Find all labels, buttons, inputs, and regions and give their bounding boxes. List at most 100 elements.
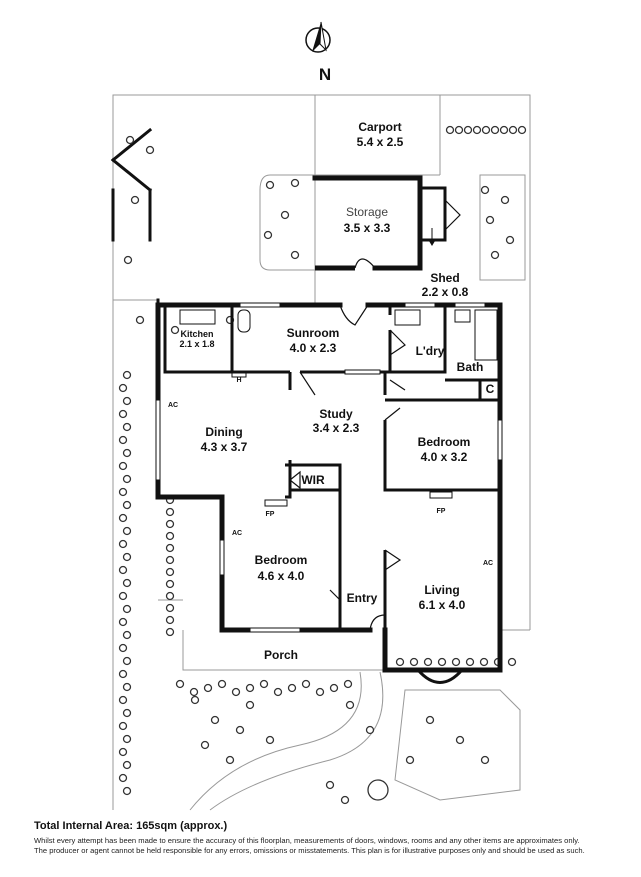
- compass-icon: [305, 21, 331, 53]
- shrub-icon: [345, 700, 355, 710]
- shed-size: 2.2 x 0.8: [422, 285, 469, 299]
- shrub-icon: [130, 195, 140, 205]
- house-walls: [155, 298, 503, 684]
- bedroom2-name: Bedroom: [255, 553, 308, 567]
- shrub-icon: [122, 370, 132, 380]
- carport-size: 5.4 x 2.5: [357, 135, 404, 149]
- total-area: Total Internal Area: 165sqm (approx.): [34, 820, 228, 832]
- shrub-icon: [122, 630, 132, 640]
- shrub-icon: [235, 725, 245, 735]
- shrub-icon: [481, 125, 491, 135]
- dining-size: 4.3 x 3.7: [201, 440, 248, 454]
- shrub-icon: [122, 396, 132, 406]
- shrub-icon: [165, 627, 175, 637]
- wir-name: WIR: [301, 473, 325, 487]
- shrub-icon: [145, 145, 155, 155]
- shrub-icon: [122, 474, 132, 484]
- shrub-icon: [122, 422, 132, 432]
- shrub-icon: [437, 657, 447, 667]
- shrub-icon: [118, 461, 128, 471]
- shrub-icon: [225, 755, 235, 765]
- shrub-icon: [170, 325, 180, 335]
- footer: Total Internal Area: 165sqm (approx.) Wh…: [34, 820, 585, 856]
- shrub-icon: [315, 687, 325, 697]
- shrub-icon: [203, 683, 213, 693]
- shrub-icon: [122, 578, 132, 588]
- shrub-icon: [490, 250, 500, 260]
- shrub-icon: [165, 507, 175, 517]
- shrub-icon: [125, 135, 135, 145]
- bedroom2-size: 4.6 x 4.0: [258, 569, 305, 583]
- shrub-icon: [123, 255, 133, 265]
- shrub-icon: [445, 125, 455, 135]
- shrub-icon: [118, 565, 128, 575]
- living-size: 6.1 x 4.0: [419, 598, 466, 612]
- shrub-icon: [122, 500, 132, 510]
- shrub-icon: [451, 657, 461, 667]
- shrub-icon: [118, 721, 128, 731]
- shrub-icon: [118, 643, 128, 653]
- shrub-icon: [454, 125, 464, 135]
- shrub-icon: [485, 215, 495, 225]
- disclaimer-line-1: Whilst every attempt has been made to en…: [34, 836, 580, 845]
- shrub-icon: [290, 178, 300, 188]
- shrub-icon: [273, 687, 283, 697]
- ac-label: AC: [232, 530, 242, 537]
- kitchen-size: 2.1 x 1.8: [179, 339, 214, 349]
- shrub-icon: [118, 747, 128, 757]
- shrub-icon: [122, 448, 132, 458]
- shrub-icon: [245, 683, 255, 693]
- shrub-icon: [118, 773, 128, 783]
- shrub-icon: [165, 555, 175, 565]
- bath-name: Bath: [457, 360, 484, 374]
- shrub-icon: [465, 657, 475, 667]
- shrub-icon: [263, 230, 273, 240]
- bedroom1-name: Bedroom: [418, 435, 471, 449]
- shrub-icon: [165, 567, 175, 577]
- shrub-icon: [480, 755, 490, 765]
- shrub-icon: [175, 679, 185, 689]
- shrub-icon: [259, 679, 269, 689]
- shrub-icon: [217, 679, 227, 689]
- shrub-icon: [190, 695, 200, 705]
- tree-icon: [367, 779, 389, 801]
- shrub-icon: [340, 795, 350, 805]
- shrub-icon: [325, 780, 335, 790]
- shrub-icon: [189, 687, 199, 697]
- fp-label: FP: [437, 508, 446, 515]
- shrub-icon: [505, 235, 515, 245]
- shrub-icon: [122, 760, 132, 770]
- study-name: Study: [319, 407, 353, 421]
- shrub-icon: [472, 125, 482, 135]
- shrub-icon: [343, 679, 353, 689]
- shrub-icon: [329, 683, 339, 693]
- property-boundary: [110, 94, 531, 811]
- ac-label: AC: [168, 402, 178, 409]
- shrub-icon: [245, 700, 255, 710]
- shrub-icon: [301, 679, 311, 689]
- sunroom-size: 4.0 x 2.3: [290, 341, 337, 355]
- shrub-icon: [210, 715, 220, 725]
- sunroom-name: Sunroom: [287, 326, 340, 340]
- shrub-icon: [165, 603, 175, 613]
- shrub-icon: [265, 735, 275, 745]
- shrub-icon: [165, 615, 175, 625]
- shrub-icon: [455, 735, 465, 745]
- shrub-icon: [517, 125, 527, 135]
- shrub-icon: [231, 687, 241, 697]
- shrub-icon: [365, 725, 375, 735]
- laundry-name: L'dry: [416, 344, 445, 358]
- shrub-icon: [200, 740, 210, 750]
- living-name: Living: [424, 583, 459, 597]
- disclaimer-line-2: The producer or agent cannot be held res…: [34, 846, 585, 855]
- h-label: H: [236, 377, 241, 384]
- garden-shrubs: [118, 125, 527, 805]
- room-labels: Carport 5.4 x 2.5 Storage 3.5 x 3.3 Shed…: [168, 120, 495, 662]
- shrub-icon: [508, 125, 518, 135]
- shrub-icon: [165, 543, 175, 553]
- shrub-icon: [118, 695, 128, 705]
- porch-name: Porch: [264, 648, 298, 662]
- shrub-icon: [463, 125, 473, 135]
- cupboard-name: C: [486, 382, 495, 396]
